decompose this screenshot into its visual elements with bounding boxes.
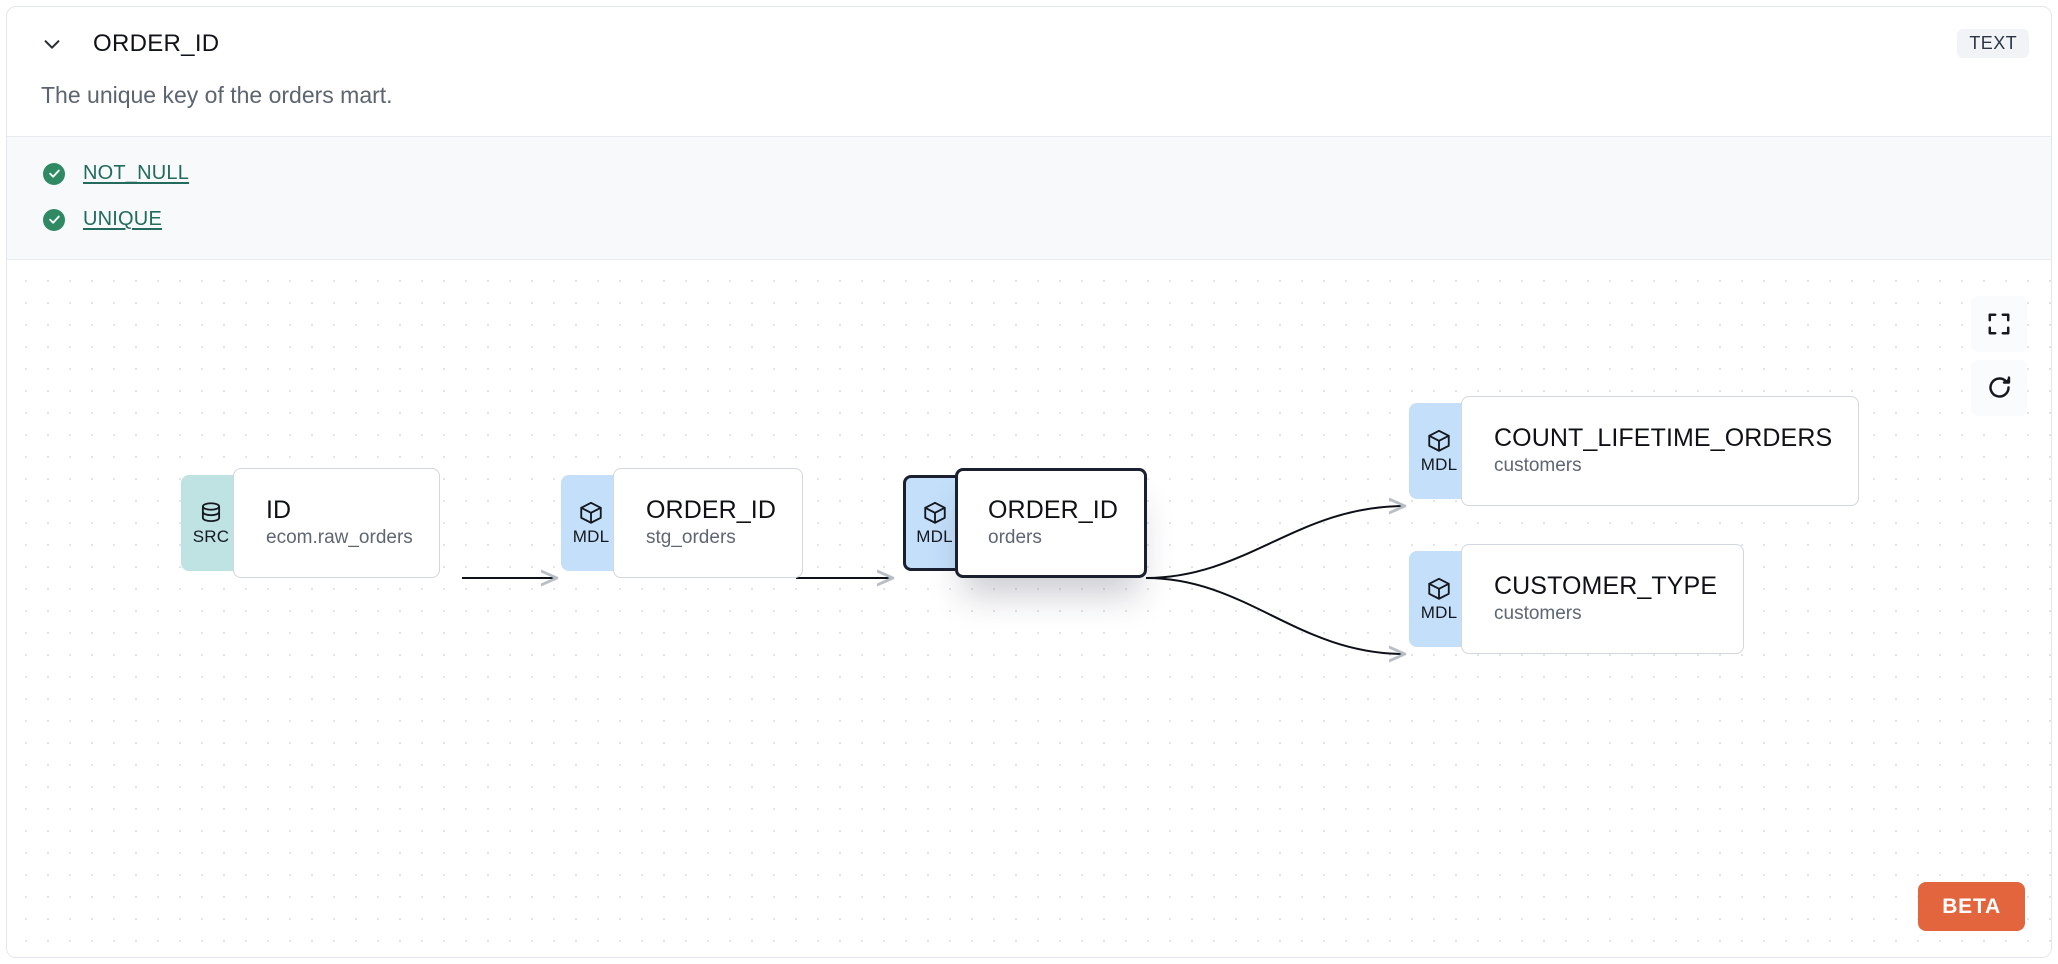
lineage-node-src-id[interactable]: SRC ID ecom.raw_orders	[181, 467, 440, 578]
node-kind-label: MDL	[1420, 455, 1458, 475]
card-header: ORDER_ID TEXT	[7, 7, 2051, 81]
node-kind-badge: MDL	[1409, 402, 1469, 499]
test-link-unique[interactable]: UNIQUE	[83, 208, 162, 231]
node-column-name: CUSTOMER_TYPE	[1494, 572, 1718, 601]
node-kind-badge: MDL	[561, 474, 621, 571]
database-icon	[198, 500, 224, 526]
cube-icon	[922, 500, 948, 526]
node-table-name: ecom.raw_orders	[266, 527, 413, 549]
node-kind-label: SRC	[192, 527, 230, 547]
node-table-name: customers	[1494, 455, 1582, 477]
graph-controls	[1971, 295, 2027, 416]
tests-section: NOT_NULL UNIQUE	[7, 135, 2051, 260]
node-table-name: stg_orders	[646, 527, 736, 549]
node-table-name: orders	[988, 527, 1042, 549]
fullscreen-icon	[1986, 311, 2012, 337]
refresh-button[interactable]	[1971, 359, 2027, 416]
fit-view-button[interactable]	[1971, 295, 2027, 352]
test-row: UNIQUE	[7, 197, 2051, 243]
edge-orders-to-customer-type	[1145, 576, 1405, 654]
test-link-not-null[interactable]: NOT_NULL	[83, 162, 190, 185]
lineage-node-stg-order-id[interactable]: MDL ORDER_ID stg_orders	[561, 467, 803, 578]
lineage-node-customer-type[interactable]: MDL CUSTOMER_TYPE customers	[1409, 543, 1745, 654]
edge-layer	[462, 260, 2051, 950]
lineage-graph[interactable]: SRC ID ecom.raw_orders MDL ORDE	[7, 259, 2051, 957]
lineage-node-orders-order-id[interactable]: MDL ORDER_ID orders	[903, 467, 1147, 578]
node-column-name: ORDER_ID	[646, 496, 776, 525]
node-body: COUNT_LIFETIME_ORDERS customers	[1461, 395, 1860, 506]
node-column-name: ID	[266, 496, 292, 525]
node-kind-label: MDL	[1420, 603, 1458, 623]
column-type-badge: TEXT	[1957, 29, 2029, 58]
node-column-name: ORDER_ID	[988, 496, 1118, 525]
chevron-down-icon[interactable]	[37, 29, 67, 59]
page-title: ORDER_ID	[93, 30, 220, 57]
node-body: ORDER_ID orders	[955, 467, 1147, 578]
cube-icon	[1426, 576, 1452, 602]
node-kind-badge: MDL	[903, 474, 963, 571]
node-body: ID ecom.raw_orders	[233, 467, 440, 578]
cube-icon	[578, 500, 604, 526]
check-circle-icon	[43, 208, 65, 231]
beta-badge[interactable]: BETA	[1918, 882, 2025, 931]
node-column-name: COUNT_LIFETIME_ORDERS	[1494, 424, 1833, 453]
check-circle-icon	[43, 162, 65, 185]
column-description: The unique key of the orders mart.	[41, 82, 393, 108]
edge-orders-to-count	[1145, 506, 1405, 579]
node-body: ORDER_ID stg_orders	[613, 467, 803, 578]
node-kind-badge: MDL	[1409, 550, 1469, 647]
cube-icon	[1426, 428, 1452, 454]
node-table-name: customers	[1494, 603, 1582, 625]
node-body: CUSTOMER_TYPE customers	[1461, 543, 1745, 654]
node-kind-label: MDL	[916, 527, 953, 547]
column-detail-card: ORDER_ID TEXT The unique key of the orde…	[6, 6, 2052, 958]
node-kind-badge: SRC	[181, 474, 241, 571]
node-kind-label: MDL	[572, 527, 610, 547]
lineage-node-count-lifetime-orders[interactable]: MDL COUNT_LIFETIME_ORDERS customers	[1409, 395, 1860, 506]
refresh-icon	[1986, 374, 2013, 401]
test-row: NOT_NULL	[7, 151, 2051, 197]
